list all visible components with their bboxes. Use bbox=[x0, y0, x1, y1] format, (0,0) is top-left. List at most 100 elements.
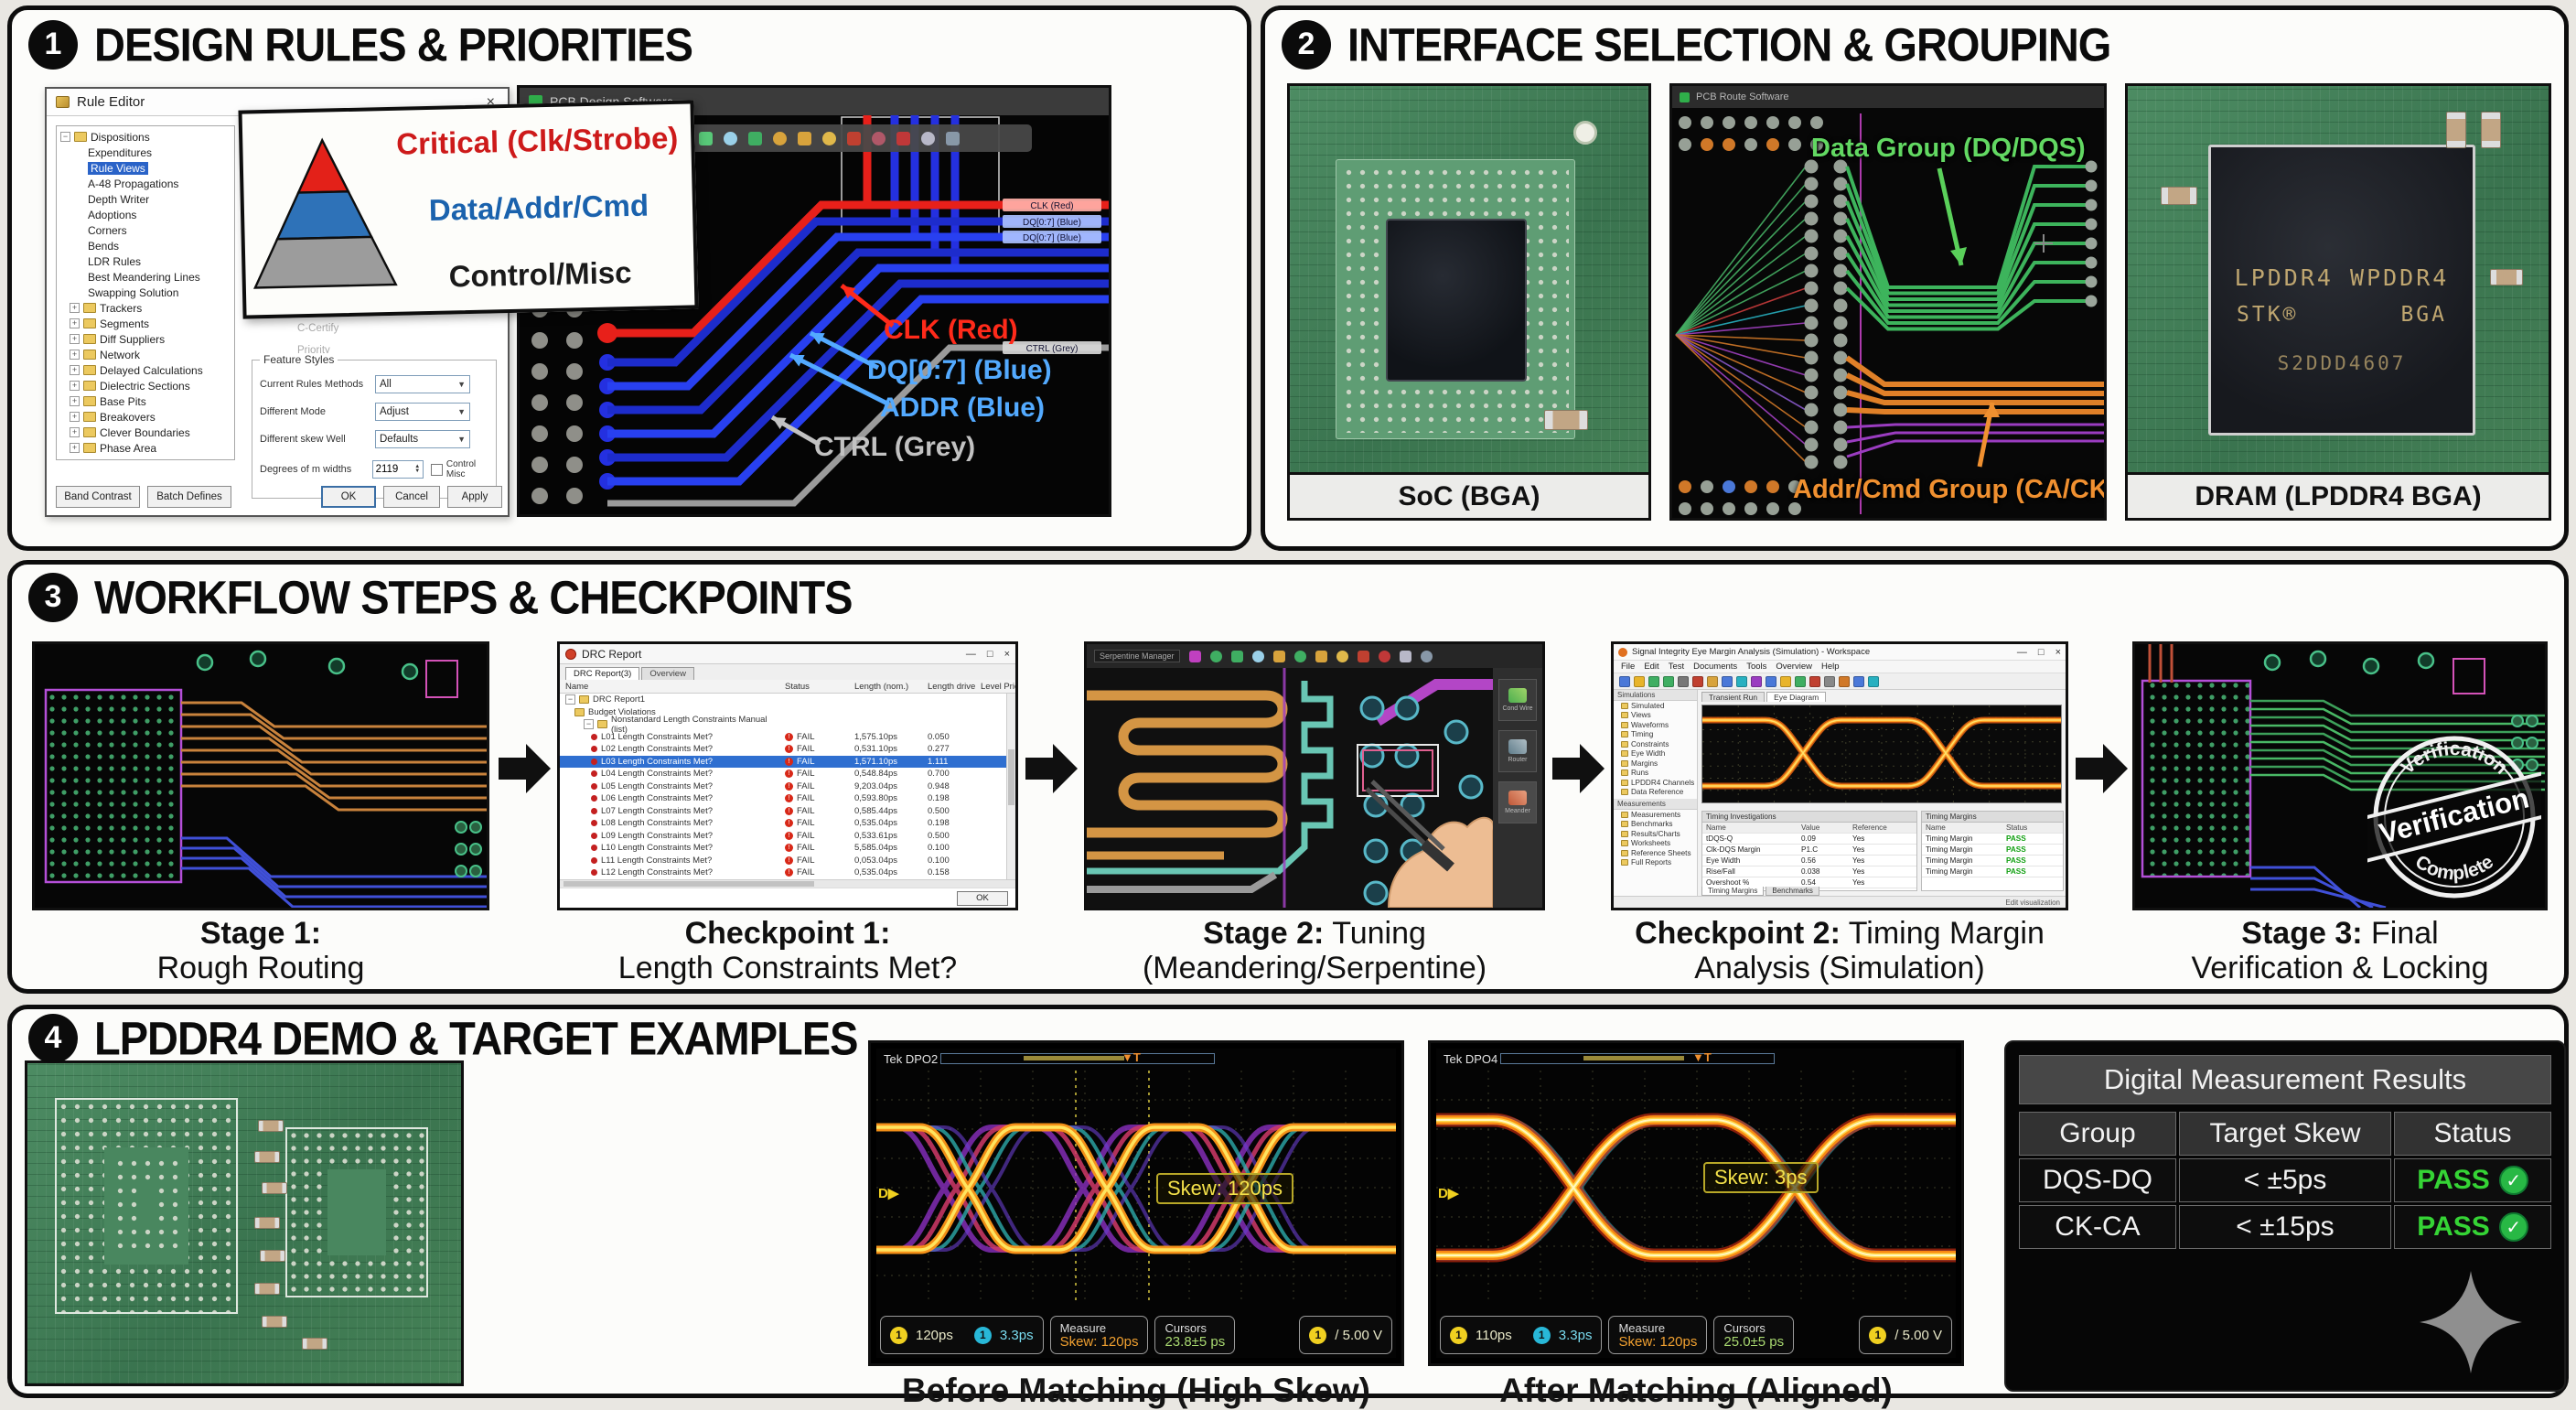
tool-icon[interactable] bbox=[1648, 675, 1659, 687]
net-icon[interactable] bbox=[748, 131, 762, 145]
delete-icon[interactable] bbox=[896, 131, 910, 145]
tool-icon[interactable] bbox=[1634, 675, 1645, 687]
menu-item[interactable]: Help bbox=[1820, 662, 1840, 672]
different-mode-select[interactable]: Adjust▼ bbox=[375, 403, 470, 421]
tool-meander[interactable]: Meander bbox=[1498, 781, 1537, 823]
route-icon[interactable] bbox=[699, 131, 713, 145]
tool-icon[interactable] bbox=[1336, 650, 1348, 662]
close-icon[interactable]: × bbox=[2055, 646, 2061, 658]
sim-tree-item[interactable]: Measurements bbox=[1614, 810, 1697, 820]
tree-item[interactable]: +Network bbox=[57, 347, 234, 362]
menu-item[interactable]: Edit bbox=[1644, 662, 1659, 672]
pan-icon[interactable] bbox=[724, 131, 737, 145]
tool-icon[interactable] bbox=[1868, 675, 1879, 687]
tool-icon[interactable] bbox=[1751, 675, 1762, 687]
tree-item[interactable]: Rule Views bbox=[57, 160, 234, 176]
tree-item[interactable]: +Phase Area bbox=[57, 440, 234, 456]
tree-item[interactable]: Depth Writer bbox=[88, 192, 150, 206]
sim-tree-item[interactable]: Margins bbox=[1614, 759, 1697, 769]
tool-icon[interactable] bbox=[1809, 675, 1820, 687]
tool-icon[interactable] bbox=[1420, 650, 1433, 662]
tree-item[interactable]: +Diff Suppliers bbox=[57, 331, 234, 347]
sim-tree-item[interactable]: Data Reference bbox=[1614, 788, 1697, 798]
sim-bottom-tab1[interactable]: Timing Margins bbox=[1701, 887, 1765, 896]
tree-item[interactable]: Bends bbox=[88, 239, 120, 253]
tool-icon[interactable] bbox=[1272, 650, 1285, 662]
tree-item[interactable]: LDR Rules bbox=[88, 254, 142, 268]
sim-tab-eye[interactable]: Eye Diagram bbox=[1766, 692, 1827, 702]
tool-icon[interactable] bbox=[1692, 675, 1703, 687]
tool-icon[interactable] bbox=[1780, 675, 1791, 687]
tool-icon[interactable] bbox=[1824, 675, 1835, 687]
tool-router[interactable]: Router bbox=[1498, 730, 1537, 772]
tool-icon[interactable] bbox=[1795, 675, 1806, 687]
tool-icon[interactable] bbox=[1766, 675, 1776, 687]
apply-button[interactable]: Apply bbox=[447, 486, 502, 508]
tool-icon[interactable] bbox=[1378, 650, 1390, 662]
drc-tree-row[interactable]: −Nonstandard Length Constraints Manual (… bbox=[560, 715, 1015, 735]
tool-icon[interactable] bbox=[1293, 650, 1306, 662]
tool-icon[interactable] bbox=[1209, 650, 1222, 662]
tool-cond-wire[interactable]: Cond Wire bbox=[1498, 679, 1537, 721]
drc-tab-report[interactable]: DRC Report(3) bbox=[565, 667, 640, 680]
sim-tree-item[interactable]: LPDDR4 Channels bbox=[1614, 778, 1697, 788]
tool-icon[interactable] bbox=[1315, 650, 1327, 662]
tool-icon[interactable] bbox=[1399, 650, 1411, 662]
cancel-button[interactable]: Cancel bbox=[383, 486, 440, 508]
tool-icon[interactable] bbox=[1663, 675, 1674, 687]
close-icon[interactable]: × bbox=[486, 93, 495, 110]
sim-tree-item[interactable]: Simulated bbox=[1614, 701, 1697, 711]
sim-tree-item[interactable]: Waveforms bbox=[1614, 720, 1697, 730]
tree-item[interactable]: +Clever Boundaries bbox=[57, 425, 234, 440]
tree-item[interactable]: +Breakovers bbox=[57, 409, 234, 425]
tool-icon[interactable] bbox=[1707, 675, 1718, 687]
tool-icon[interactable] bbox=[1736, 675, 1747, 687]
control-misc-checkbox[interactable] bbox=[431, 463, 443, 476]
probe-icon[interactable] bbox=[872, 131, 886, 145]
sim-tree-item[interactable]: Runs bbox=[1614, 769, 1697, 779]
tool-icon[interactable] bbox=[1619, 675, 1630, 687]
sim-tree-item[interactable]: Benchmarks bbox=[1614, 820, 1697, 830]
sim-tree-item[interactable]: Results/Charts bbox=[1614, 829, 1697, 839]
tree-item[interactable]: +Trackers bbox=[57, 300, 234, 316]
menu-item[interactable]: Tools bbox=[1746, 662, 1767, 672]
pcb-canvas[interactable]: CLK (Red)DQ[0:7] (Blue)DQ[0:7] (Blue)CTR… bbox=[520, 115, 1109, 514]
tree-item[interactable]: +Delayed Calculations bbox=[57, 362, 234, 378]
sim-tree-item[interactable]: Eye Width bbox=[1614, 749, 1697, 759]
tree-item[interactable]: −Dispositions bbox=[57, 129, 234, 145]
tree-item[interactable]: +Base Pits bbox=[57, 393, 234, 409]
via-icon[interactable] bbox=[921, 131, 935, 145]
tree-item[interactable]: Expenditures bbox=[88, 145, 153, 159]
drc-tree-row[interactable]: Budget Violations bbox=[560, 706, 1015, 719]
menu-item[interactable]: Documents bbox=[1693, 662, 1738, 672]
sim-tab-transient[interactable]: Transient Run bbox=[1701, 692, 1766, 702]
tree-item[interactable]: +Segments bbox=[57, 316, 234, 331]
tree-item[interactable]: +Dielectric Sections bbox=[57, 378, 234, 393]
sim-tree-item[interactable]: Worksheets bbox=[1614, 839, 1697, 849]
maximize-icon[interactable]: □ bbox=[2037, 646, 2045, 658]
rules-methods-select[interactable]: All▼ bbox=[375, 375, 470, 393]
tree-item[interactable]: Corners bbox=[88, 223, 127, 237]
scroll-thumb[interactable] bbox=[1008, 748, 1014, 805]
tool-icon[interactable] bbox=[1188, 650, 1201, 662]
batch-defines-button[interactable]: Batch Defines bbox=[147, 486, 231, 508]
tree-item[interactable]: Adoptions bbox=[88, 208, 137, 221]
band-contrast-button[interactable]: Band Contrast bbox=[56, 486, 140, 508]
horizontal-scrollbar[interactable] bbox=[560, 879, 1015, 888]
grid-icon[interactable] bbox=[946, 131, 960, 145]
sim-tree-item[interactable]: Views bbox=[1614, 711, 1697, 721]
